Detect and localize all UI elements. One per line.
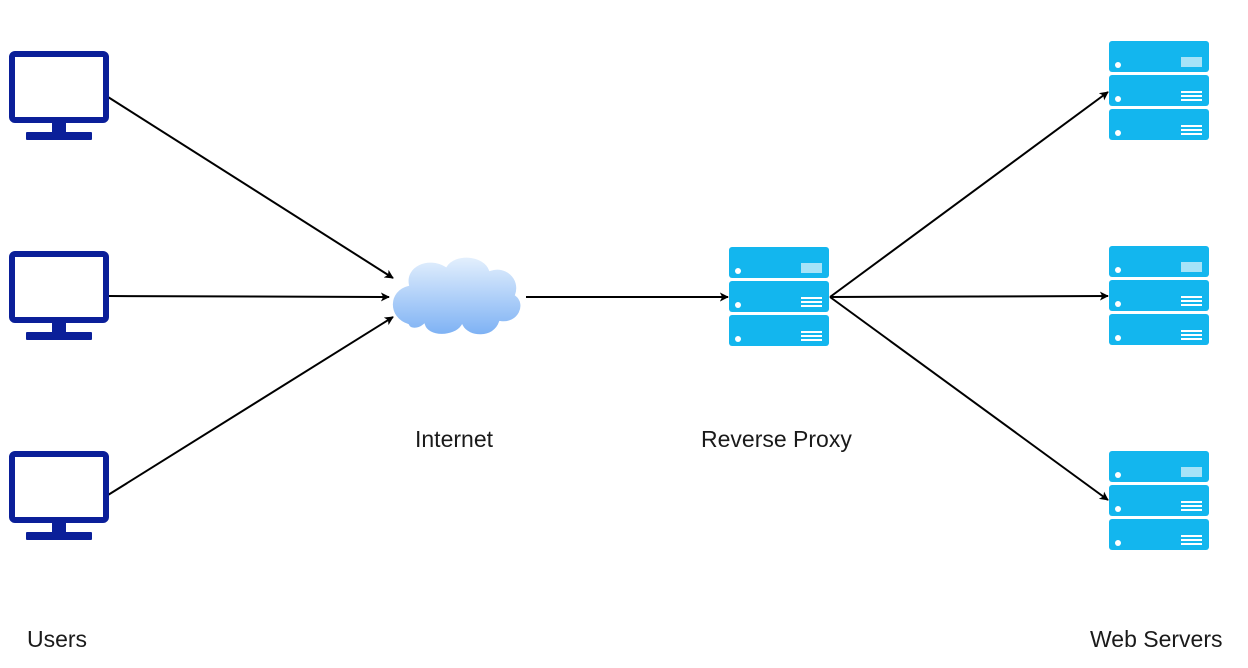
web-server-icon-2 <box>1109 246 1209 345</box>
user-monitor-icon-3 <box>12 454 106 540</box>
user-monitor-icon-2 <box>12 254 106 340</box>
arrow-proxy-to-server2 <box>829 291 1109 301</box>
web-server-icon-3 <box>1109 451 1209 550</box>
user-monitor-icon-1 <box>12 54 106 140</box>
arrow-user1-to-internet <box>107 96 394 279</box>
arrow-proxy-to-server1 <box>829 91 1109 298</box>
users-label: Users <box>27 626 88 652</box>
arrow-proxy-to-server3 <box>829 296 1109 501</box>
web-server-icon-1 <box>1109 41 1209 140</box>
arrow-user2-to-internet <box>107 292 390 302</box>
reverse-proxy-server-icon <box>729 247 829 346</box>
reverse-proxy-label: Reverse Proxy <box>701 426 852 452</box>
cloud-icon <box>391 255 523 337</box>
arrow-user3-to-internet <box>107 316 394 496</box>
web-servers-label: Web Servers <box>1090 626 1223 652</box>
internet-label: Internet <box>415 426 493 452</box>
